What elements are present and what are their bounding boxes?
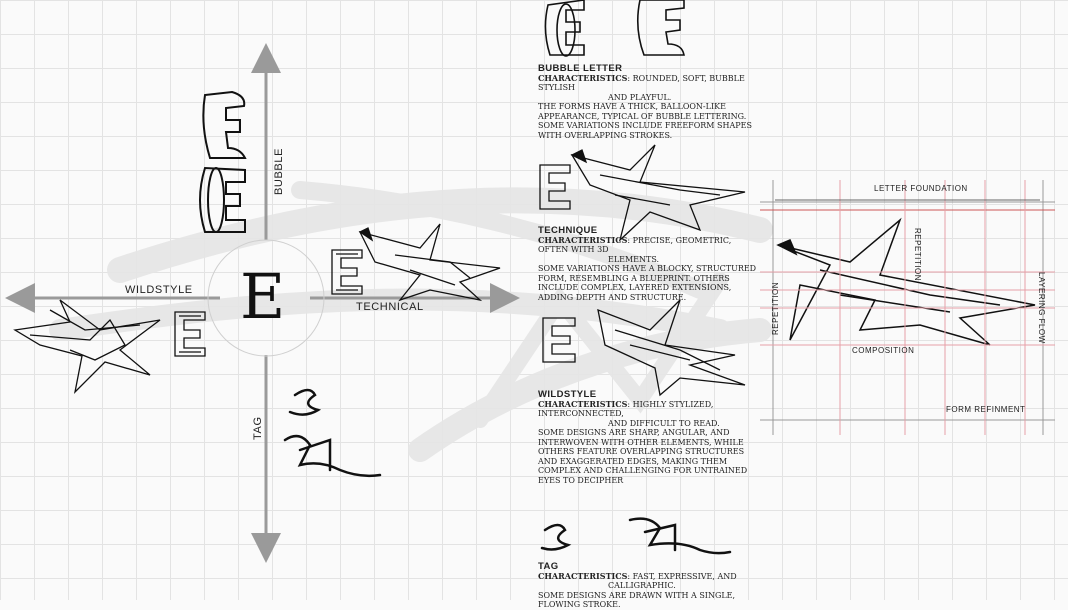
label-repetition-left: REPETITION [771,281,780,335]
characteristics-text: : Precise, geometric, often with 3D [538,235,732,255]
label-layering-flow: LAYERING FLOW [1037,272,1046,344]
characteristics-cont: and playful. [608,92,672,102]
label-letter-foundation: LETTER FOUNDATION [874,184,968,193]
axis-label-tag: TAG [252,416,264,440]
characteristics-cont: calligraphic. [608,581,676,590]
characteristics-label: Characteristics [538,72,628,83]
tag-drawing-right [540,517,732,555]
section-title: TAG [538,561,559,572]
technical-e-left [174,311,206,357]
characteristics-cont: elements. [608,254,660,264]
bubble-letter-section: BUBBLE LETTER Characteristics: Rounded, … [538,64,763,140]
section-title: BUBBLE LETTER [538,63,623,74]
characteristics-label: Characteristics [538,570,628,581]
section-body: The forms have a thick, balloon-like app… [538,102,752,140]
wildstyle-section-drawing [542,299,746,397]
center-circle [207,239,325,357]
characteristics-cont: and difficult to read. [608,418,720,428]
wildstyle-center-drawing [358,223,501,302]
characteristics-text: : Rounded, soft, bubble stylish [538,73,745,93]
characteristics-label: Characteristics [538,398,628,409]
section-title: TECHNIQUE [538,225,598,236]
wildstyle-left-drawing [13,299,161,394]
axis-label-wildstyle: WILDSTYLE [125,284,193,296]
section-body: Some designs are drawn with a single, fl… [538,590,736,610]
label-form-refinement: FORM REFINMENT [946,405,1026,414]
label-composition: COMPOSITION [852,346,915,355]
axis-label-technical: TECHNICAL [356,301,424,313]
center-letter: E [240,260,286,333]
bubble-e-drawing [199,90,247,233]
section-body: Some variations have a blocky, structure… [538,264,757,302]
characteristics-text: : Highly stylized, interconnected, [538,399,714,419]
section-body: Some designs are sharp, angular, and int… [538,428,748,485]
axis-label-bubble: BUBBLE [273,147,285,195]
characteristics-label: Characteristics [538,234,628,245]
technical-e-right [331,249,363,295]
section-title: WILDSTYLE [538,389,597,400]
bubble-e-top [544,0,685,57]
tag-section: TAG Characteristics: Fast, expressive, a… [538,562,763,610]
wildstyle-section: WILDSTYLE Characteristics: Highly styliz… [538,390,763,485]
tag-drawing-left [283,388,382,478]
technique-drawing [539,144,746,242]
construction-guides [760,180,1055,435]
construction-wildstyle-drawing [776,217,1036,346]
technique-section: TECHNIQUE Characteristics: Precise, geom… [538,226,763,302]
label-repetition-top: REPETITION [913,228,922,282]
characteristics-text: : Fast, expressive, and [627,571,737,581]
